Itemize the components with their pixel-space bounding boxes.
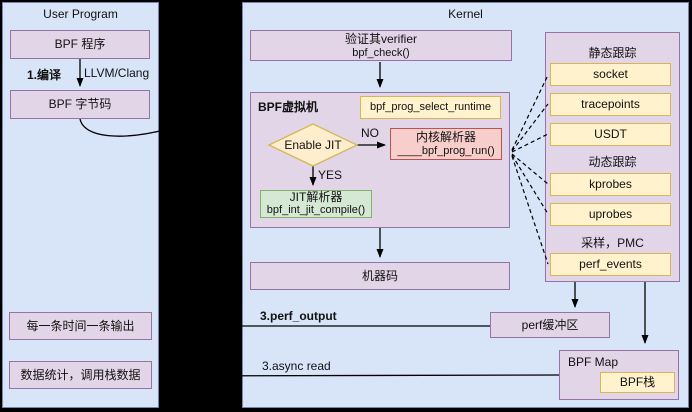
usdt-box: USDT	[550, 123, 671, 146]
user-program-panel	[2, 2, 159, 408]
perf-output-step-label: 3.perf_output	[260, 309, 337, 323]
kernel-interpreter-box: 内核解析器 ____bpf_prog_run()	[390, 128, 502, 160]
per-event-output-box: 每一条时间一条输出	[9, 312, 152, 340]
user-program-title: User Program	[43, 7, 118, 21]
perf-buffer-box: perf缓冲区	[490, 312, 610, 338]
async-read-step-label: 3.async read	[262, 359, 331, 373]
bpf-vm-label: BPF虚拟机	[258, 100, 319, 114]
kernel-interpreter-name: 内核解析器	[415, 130, 476, 144]
bpf-bytecode-box: BPF 字节码	[10, 90, 150, 119]
dynamic-tracing-title: 动态跟踪	[588, 155, 637, 169]
bpf-map-label: BPF Map	[568, 355, 619, 369]
jit-name: JIT解析器	[289, 190, 343, 204]
kernel-interpreter-func: ____bpf_prog_run()	[397, 145, 495, 157]
socket-box: socket	[550, 63, 671, 86]
machine-code-box: 机器码	[250, 262, 510, 290]
jit-func: bpf_int_jit_compile()	[266, 204, 366, 216]
bpf-program-box: BPF 程序	[10, 30, 150, 59]
uprobes-box: uprobes	[550, 203, 671, 226]
jit-compiler-box: JIT解析器 bpf_int_jit_compile()	[260, 190, 372, 218]
enable-jit-label: Enable JIT	[284, 138, 342, 152]
verifier-box: 验证其verifier bpf_check()	[250, 30, 512, 61]
compile-step-label: 1.编译	[27, 68, 62, 82]
no-label: NO	[361, 126, 379, 140]
kprobes-box: kprobes	[550, 173, 671, 196]
yes-label: YES	[318, 168, 343, 182]
select-runtime-box: bpf_prog_select_runtime	[360, 96, 501, 119]
tracepoints-box: tracepoints	[550, 93, 671, 116]
stats-output-box: 数据统计，调用栈数据	[9, 361, 152, 389]
verifier-name: 验证其verifier	[344, 31, 417, 46]
perf-events-box: perf_events	[550, 253, 671, 276]
static-tracing-title: 静态跟踪	[588, 46, 637, 60]
kernel-title: Kernel	[448, 7, 483, 21]
sampling-pmc-title: 采样，PMC	[581, 236, 644, 250]
black-divider-band	[161, 0, 242, 412]
verifier-func: bpf_check()	[352, 46, 410, 59]
llvm-clang-label: LLVM/Clang	[84, 66, 150, 80]
bpf-stack-box: BPF栈	[600, 372, 675, 393]
